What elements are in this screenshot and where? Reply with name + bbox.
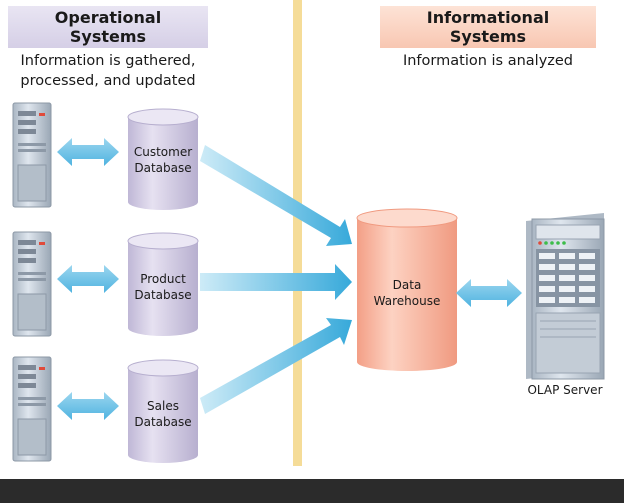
informational-header: Informational Systems Information is ana…: [380, 6, 596, 71]
double-arrow-icon: [456, 279, 522, 307]
sales-database-label: Sales Database: [128, 398, 198, 430]
arrow-icon: [200, 264, 352, 300]
operational-header: Operational Systems Information is gathe…: [8, 6, 208, 91]
db-label-line1: Customer: [133, 145, 193, 159]
source-server-icon: [12, 356, 52, 462]
operational-subtitle-line2: processed, and updated: [20, 73, 196, 89]
olap-server-label: OLAP Server: [527, 383, 603, 397]
data-warehouse-label: Data Warehouse: [357, 277, 457, 309]
db-label-line2: Database: [134, 288, 192, 302]
warehouse-label-line2: Warehouse: [373, 294, 441, 308]
database-cylinder-icon: [127, 359, 199, 463]
db-label-line2: Database: [134, 415, 192, 429]
double-arrow-icon: [57, 265, 119, 293]
double-arrow-icon: [57, 138, 119, 166]
arrow-icon: [200, 318, 352, 414]
db-label-line2: Database: [134, 161, 192, 175]
source-server-icon: [12, 102, 52, 208]
informational-subtitle: Information is analyzed: [402, 53, 574, 69]
operational-title: Operational Systems: [8, 6, 208, 48]
db-label-line1: Sales: [147, 399, 179, 413]
warehouse-label-line1: Data: [392, 278, 422, 292]
db-label-line1: Product: [140, 272, 186, 286]
customer-database-label: Customer Database: [128, 144, 198, 176]
database-cylinder-icon: [127, 232, 199, 336]
arrow-icon: [200, 145, 352, 246]
data-warehouse-cylinder-icon: [356, 208, 458, 371]
bottom-bar: [0, 479, 624, 503]
section-divider: [293, 0, 302, 466]
olap-server-icon: [526, 213, 605, 380]
source-server-icon: [12, 231, 52, 337]
operational-subtitle-line1: Information is gathered,: [20, 53, 196, 69]
double-arrow-icon: [57, 392, 119, 420]
database-cylinder-icon: [127, 108, 199, 210]
product-database-label: Product Database: [128, 271, 198, 303]
informational-title: Informational Systems: [380, 6, 596, 48]
